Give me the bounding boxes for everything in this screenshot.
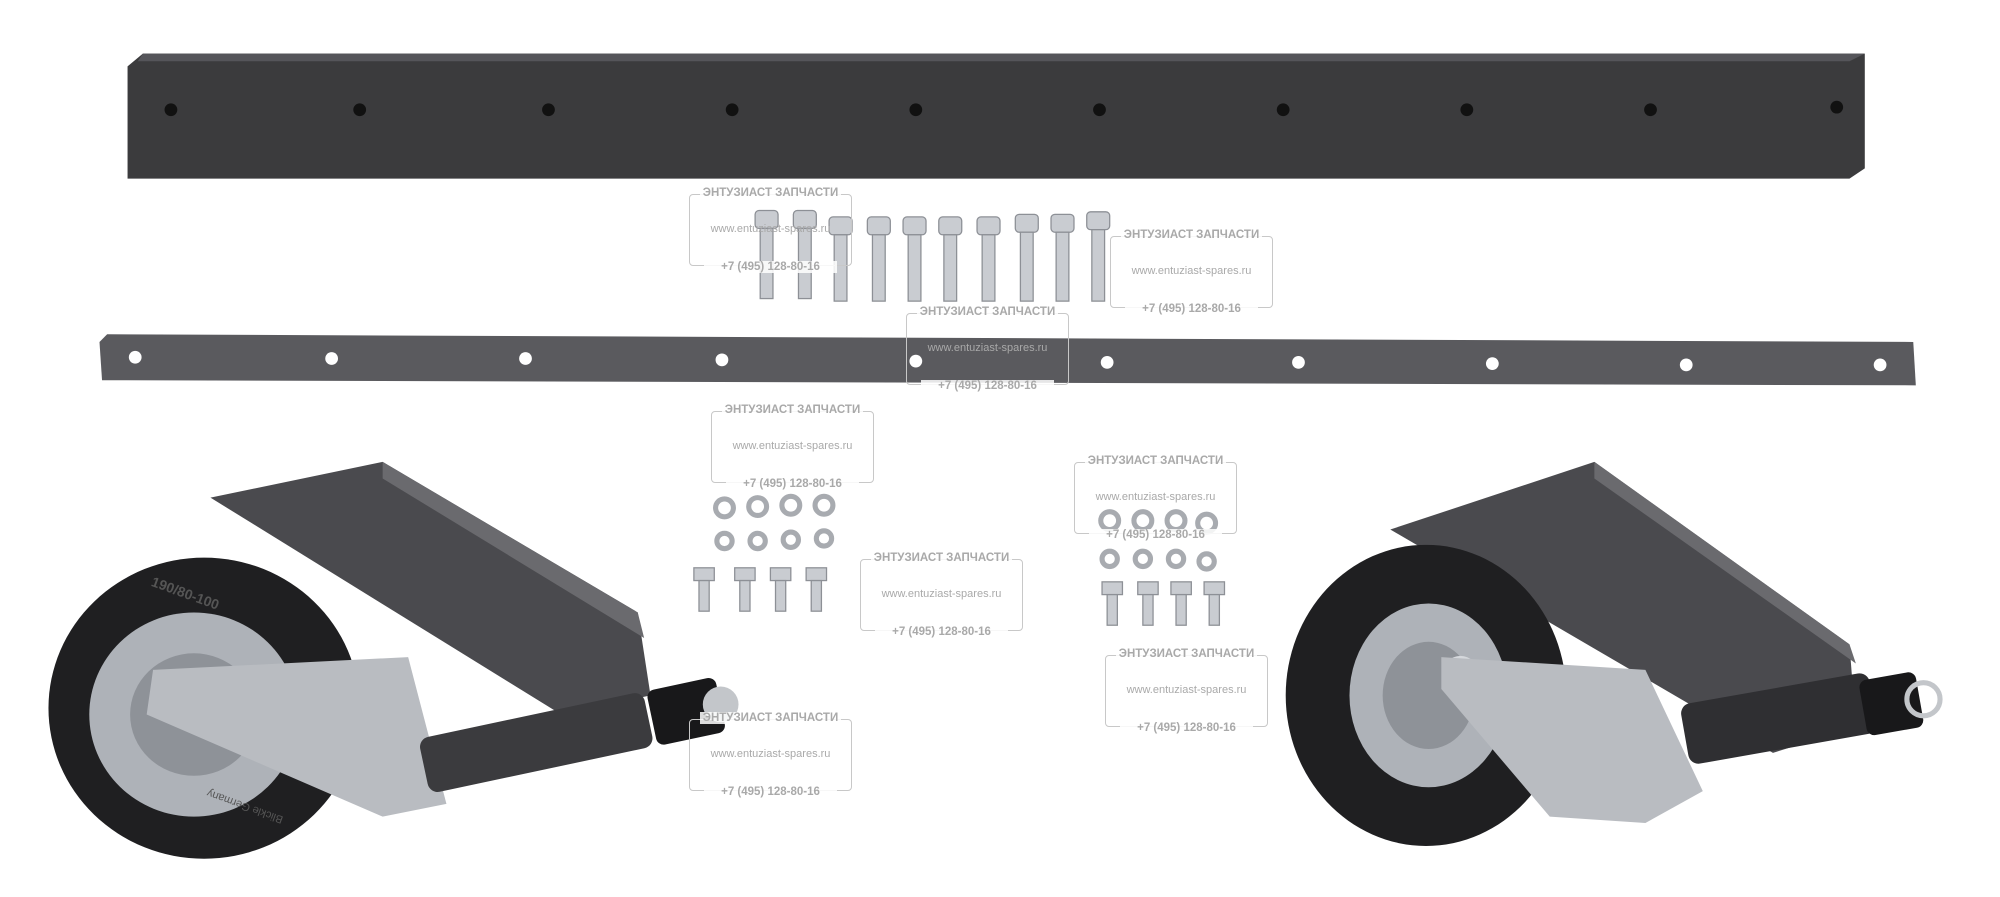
watermark-url: www.entuziast-spares.ru [1126, 684, 1247, 696]
watermark-phone: +7 (495) 128-80-16 [726, 478, 859, 490]
watermark: ЭНТУЗИАСТ ЗАПЧАСТИ www.entuziast-spares.r… [711, 404, 874, 490]
watermark: ЭНТУЗИАСТ ЗАПЧАСТИ www.entuziast-spares.r… [1105, 648, 1268, 734]
watermark-phone: +7 (495) 128-80-16 [921, 380, 1054, 392]
watermark: ЭНТУЗИАСТ ЗАПЧАСТИ www.entuziast-spares.r… [1110, 229, 1273, 315]
watermark-company: ЭНТУЗИАСТ ЗАПЧАСТИ [871, 552, 1012, 564]
watermark-phone: +7 (495) 128-80-16 [1120, 722, 1253, 734]
watermark-phone: +7 (495) 128-80-16 [704, 261, 837, 273]
watermark-phone: +7 (495) 128-80-16 [704, 786, 837, 798]
watermark: ЭНТУЗИАСТ ЗАПЧАСТИ www.entuziast-spares.r… [689, 187, 852, 273]
flat-steel-bar [99, 334, 1916, 386]
watermark: ЭНТУЗИАСТ ЗАПЧАСТИ www.entuziast-spares.r… [906, 306, 1069, 392]
watermark: ЭНТУЗИАСТ ЗАПЧАСТИ www.entuziast-spares.r… [689, 712, 852, 798]
watermark: ЭНТУЗИАСТ ЗАПЧАСТИ www.entuziast-spares.r… [1074, 455, 1237, 541]
watermark-url: www.entuziast-spares.ru [710, 223, 831, 235]
caster-wheel-left [48, 461, 739, 859]
watermark-phone: +7 (495) 128-80-16 [1125, 303, 1258, 315]
watermark-url: www.entuziast-spares.ru [710, 748, 831, 760]
watermark-company: ЭНТУЗИАСТ ЗАПЧАСТИ [1085, 455, 1226, 467]
watermark-phone: +7 (495) 128-80-16 [875, 626, 1008, 638]
watermark-company: ЭНТУЗИАСТ ЗАПЧАСТИ [1116, 648, 1257, 660]
watermark-url: www.entuziast-spares.ru [1131, 265, 1252, 277]
watermark: ЭНТУЗИАСТ ЗАПЧАСТИ www.entuziast-spares.r… [860, 552, 1023, 638]
caster-wheel-right [1285, 461, 1943, 846]
watermark-url: www.entuziast-spares.ru [927, 342, 1048, 354]
watermark-phone: +7 (495) 128-80-16 [1089, 529, 1222, 541]
watermark-url: www.entuziast-spares.ru [732, 440, 853, 452]
washers-and-bolts-left [693, 493, 836, 612]
watermark-company: ЭНТУЗИАСТ ЗАПЧАСТИ [700, 187, 841, 199]
watermark-company: ЭНТУЗИАСТ ЗАПЧАСТИ [1121, 229, 1262, 241]
watermark-company: ЭНТУЗИАСТ ЗАПЧАСТИ [722, 404, 863, 416]
watermark-company: ЭНТУЗИАСТ ЗАПЧАСТИ [917, 306, 1058, 318]
thick-wear-strip [127, 53, 1865, 179]
watermark-url: www.entuziast-spares.ru [881, 588, 1002, 600]
watermark-company: ЭНТУЗИАСТ ЗАПЧАСТИ [700, 712, 841, 724]
watermark-url: www.entuziast-spares.ru [1095, 491, 1216, 503]
